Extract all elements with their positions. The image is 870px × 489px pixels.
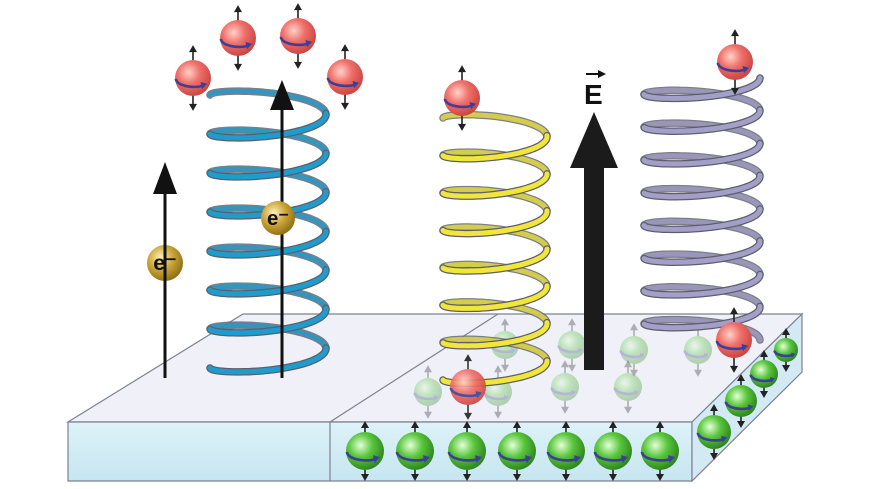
spin-ball-icon xyxy=(443,65,480,131)
blue-helix xyxy=(206,87,330,376)
rotation-arrow-icon xyxy=(619,350,645,359)
rotation-arrow-icon xyxy=(395,451,430,463)
spin-ball-icon xyxy=(326,44,363,110)
spin-ball-icon xyxy=(219,5,256,71)
svg-text:E: E xyxy=(584,79,603,110)
slab-divider-top xyxy=(329,313,499,423)
rotation-arrow-icon xyxy=(449,387,483,399)
spin-ball-icon xyxy=(497,421,536,481)
yellow-helix xyxy=(439,110,551,388)
spin-ball-icon xyxy=(593,421,632,481)
helix-layer xyxy=(206,74,764,388)
spin-ball-icon xyxy=(773,328,798,372)
helix-electron: e⁻ xyxy=(261,201,295,235)
spin-ball-icon xyxy=(640,421,679,481)
rotation-arrow-icon xyxy=(174,78,208,90)
rotation-arrow-icon xyxy=(593,451,628,463)
rotation-arrow-icon xyxy=(326,77,360,89)
helix-axis-arrowhead xyxy=(270,80,294,110)
rotation-arrow-icon xyxy=(550,387,576,396)
spin-ball-icon xyxy=(557,318,586,372)
rotation-arrow-icon xyxy=(345,451,380,463)
spin-ball-icon xyxy=(619,323,648,377)
rotation-arrow-icon xyxy=(497,451,532,463)
spin-ball-icon xyxy=(724,374,757,428)
rotation-arrow-icon xyxy=(749,374,775,383)
spin-ball-icon xyxy=(279,3,316,69)
rotation-arrow-icon xyxy=(443,98,477,110)
field-arrow-icon xyxy=(570,112,618,370)
spin-ball-icon xyxy=(550,360,579,414)
spin-ball-icon xyxy=(413,365,442,419)
rotation-arrow-icon xyxy=(413,392,439,401)
rotation-arrow-icon xyxy=(279,36,313,48)
rotation-arrow-icon xyxy=(683,350,709,359)
spin-ball-icon xyxy=(715,307,752,373)
spin-ball-icon xyxy=(447,421,486,481)
rotation-arrow-icon xyxy=(483,392,509,401)
rotation-arrow-icon xyxy=(640,451,675,463)
rotation-arrow-icon xyxy=(613,387,639,396)
electron-label: e⁻ xyxy=(267,208,289,230)
spin-ball-icon xyxy=(696,404,731,460)
spin-ball-icon xyxy=(749,350,778,398)
spin-ball-icon xyxy=(613,360,642,414)
spin-ball-icon xyxy=(174,45,211,111)
rotation-arrow-icon xyxy=(696,432,728,443)
field-label: E xyxy=(584,70,606,110)
spin-ball-icon xyxy=(546,421,585,481)
foreground-elements: e⁻e⁻ xyxy=(147,3,798,481)
spin-ball-icon xyxy=(345,421,384,481)
spin-ball-icon xyxy=(395,421,434,481)
rotation-arrow-icon xyxy=(546,451,581,463)
spin-ball-icon xyxy=(449,354,486,420)
rotation-arrow-icon xyxy=(716,62,750,74)
rotation-arrow-icon xyxy=(715,340,749,352)
purple-helix xyxy=(640,74,764,344)
free-electron-arrow xyxy=(153,162,177,378)
rotation-arrow-icon xyxy=(557,345,583,354)
rotation-arrow-icon xyxy=(219,38,253,50)
electron-ball-icon xyxy=(261,201,295,235)
rotation-arrow-icon xyxy=(773,350,796,358)
rotation-arrow-icon xyxy=(724,401,754,411)
rotation-arrow-icon xyxy=(447,451,482,463)
spin-ball-icon xyxy=(716,29,753,95)
